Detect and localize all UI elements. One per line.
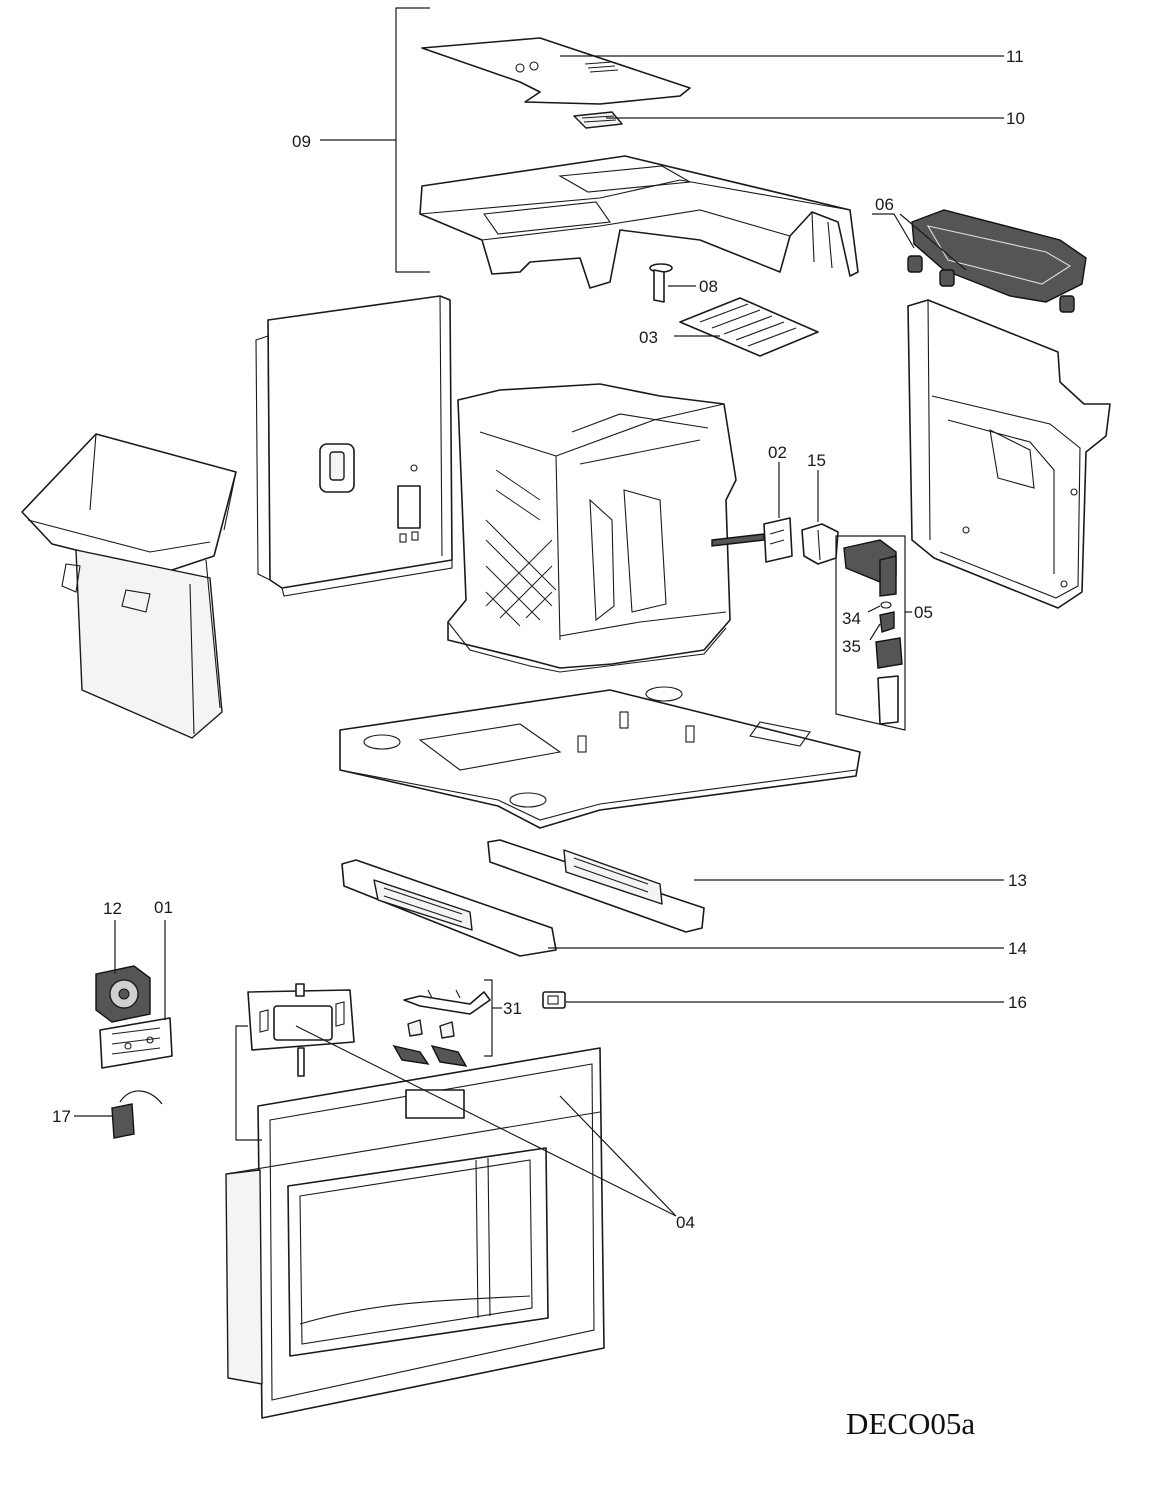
- callout-05: 05: [914, 603, 933, 622]
- callout-35: 35: [842, 637, 861, 656]
- left-rear-panel: [255, 295, 453, 597]
- callout-06: 06: [875, 195, 894, 214]
- part-04-door-front: [225, 983, 605, 1419]
- callout-01: 01: [154, 898, 173, 917]
- callout-11: 11: [1006, 47, 1024, 66]
- part-06-tray-with-feet: [907, 209, 1087, 313]
- part-11-top-cover: [421, 37, 691, 105]
- part-13-guide-rail: [487, 839, 705, 933]
- part-03-slotted-plate: [679, 297, 819, 357]
- part-16-clip: [542, 991, 566, 1009]
- base-plate: [339, 686, 861, 829]
- callout-15: 15: [807, 451, 826, 470]
- chassis-lattice: [485, 469, 557, 627]
- part-05-valve-assembly: [835, 535, 906, 731]
- callout-08: 08: [699, 277, 718, 296]
- callout-12: 12: [103, 899, 122, 918]
- callout-04: 04: [676, 1213, 695, 1232]
- part-06-foot: [907, 255, 923, 273]
- part-06-foot: [1059, 295, 1075, 313]
- diagram-code: DECO05a: [846, 1406, 975, 1441]
- part-10-grill: [573, 111, 623, 129]
- callout-03: 03: [639, 328, 658, 347]
- callout-16: 16: [1008, 993, 1027, 1012]
- right-side-panel: [907, 299, 1111, 609]
- callout-34: 34: [842, 609, 861, 628]
- part-17-switch: [111, 1090, 163, 1139]
- bracket-04: [235, 1025, 262, 1141]
- callout-13: 13: [1008, 871, 1027, 890]
- callout-14: 14: [1008, 939, 1027, 958]
- callout-31: 31: [503, 999, 522, 1018]
- left-shelf-frame: [21, 433, 237, 739]
- part-12-cooling-fan: [95, 965, 151, 1023]
- part-09-top-frame: [419, 155, 859, 289]
- part-06-foot: [939, 269, 955, 287]
- callout-09: 09: [292, 132, 311, 151]
- part-15-connector: [801, 523, 839, 565]
- part-08-pin: [649, 263, 673, 303]
- part-31-hinge-set: [392, 989, 491, 1067]
- leader-lines: [74, 55, 1004, 1217]
- callout-02: 02: [768, 443, 787, 462]
- part-02-circuit-board: [711, 517, 793, 563]
- part-11-vent-slots: [515, 61, 619, 73]
- callout-labels: 11 10 09 06 08 03 02 15 05 34 35 13 14 1…: [52, 47, 1027, 1232]
- part-14-guide-rail: [341, 859, 557, 957]
- main-chassis: [447, 383, 737, 673]
- callout-10: 10: [1006, 109, 1025, 128]
- bracket-31: [484, 979, 493, 1057]
- part-01-control-board: [99, 1017, 173, 1069]
- callout-17: 17: [52, 1107, 71, 1126]
